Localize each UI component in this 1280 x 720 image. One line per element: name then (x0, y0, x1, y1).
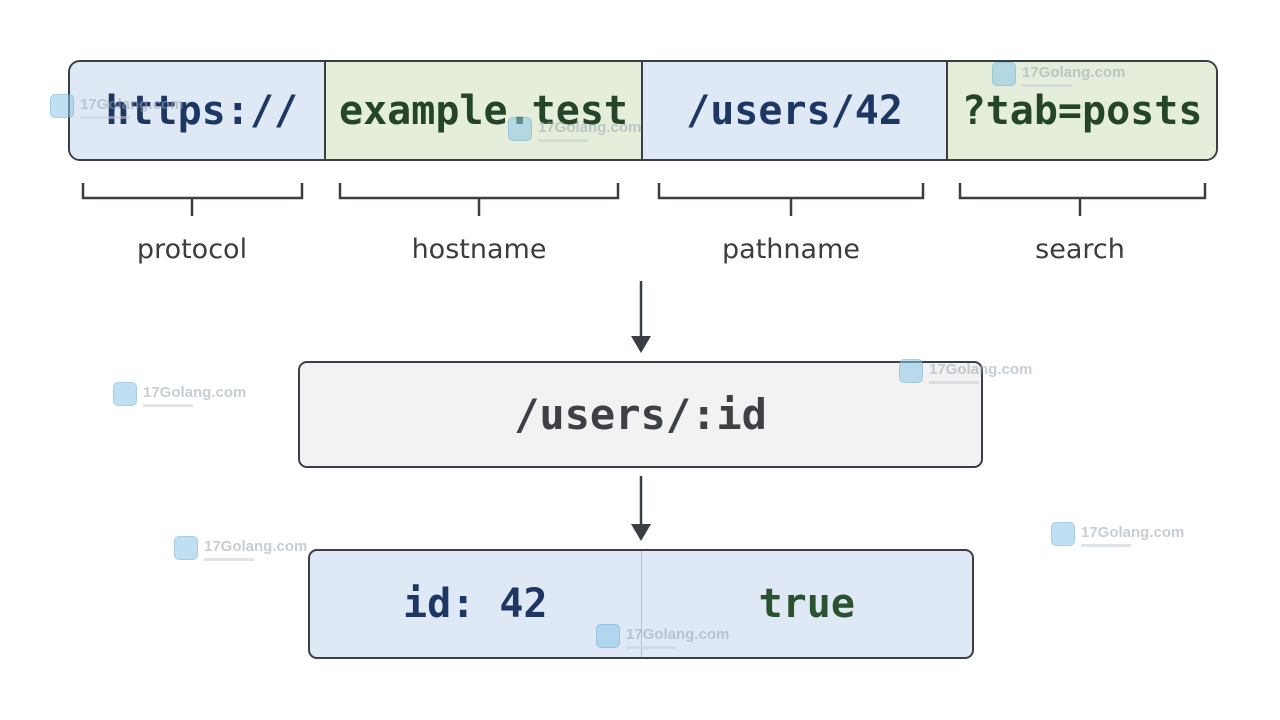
hostname-bracket (338, 183, 620, 216)
watermark: 17Golang.com (174, 536, 307, 561)
hostname-label: hostname (411, 234, 547, 265)
protocol-bracket (81, 183, 304, 216)
arrow-to-route-head (631, 336, 651, 353)
watermark: 17Golang.com (113, 382, 246, 407)
watermark-text: 17Golang.com (143, 384, 247, 401)
url-search-segment: ?tab=posts (946, 62, 1216, 159)
url-hostname-segment: example.test (324, 62, 641, 159)
watermark-text: 17Golang.com (204, 538, 308, 555)
route-pattern-box: /users/:id (298, 361, 983, 468)
match-value: true (640, 551, 973, 657)
match-result-box: id: 42 true (308, 549, 974, 659)
pathname-label: pathname (722, 234, 860, 265)
url-pathname-segment: /users/42 (641, 62, 946, 159)
url-bar: https:// example.test /users/42 ?tab=pos… (68, 60, 1218, 161)
protocol-label: protocol (136, 234, 248, 265)
watermark: 17Golang.com (1051, 522, 1184, 547)
arrow-to-result-head (631, 524, 651, 541)
search-bracket (958, 183, 1207, 216)
url-protocol-segment: https:// (70, 62, 324, 159)
watermark-logo-icon (1051, 522, 1075, 546)
param-value: id: 42 (403, 581, 548, 627)
pathname-bracket (657, 183, 925, 216)
search-label: search (1035, 234, 1125, 265)
watermark-text: 17Golang.com (1081, 524, 1185, 541)
watermark-logo-icon (174, 536, 198, 560)
watermark-logo-icon (113, 382, 137, 406)
